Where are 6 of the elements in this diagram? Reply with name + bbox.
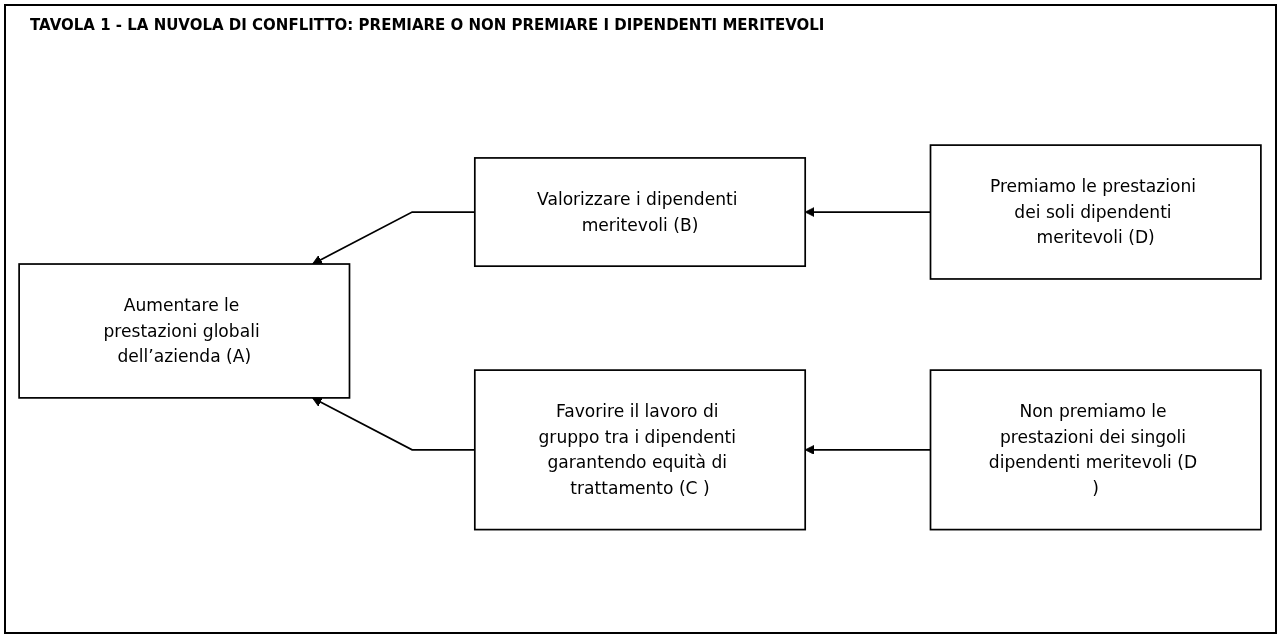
node-box: Valorizzare i dipendenti meritevoli (B) — [473, 157, 807, 268]
node-box: Aumentare le prestazioni globali dell’azienda (A) — [18, 263, 351, 399]
node-box: Non premiamo le prestazioni dei singoli dipendenti meritevoli (D ) — [929, 369, 1262, 531]
node-box: Favorire il lavoro di gruppo tra i dipendenti garantendo equità di trattamento (C ) — [473, 369, 807, 531]
diagram-title: TAVOLA 1 - LA NUVOLA DI CONFLITTO: PREMIARE O NON PREMIARE I DIPENDENTI MERITEVOLI — [30, 16, 825, 34]
node-box: Premiamo le prestazioni dei soli dipendenti meritevoli (D) — [929, 144, 1262, 280]
